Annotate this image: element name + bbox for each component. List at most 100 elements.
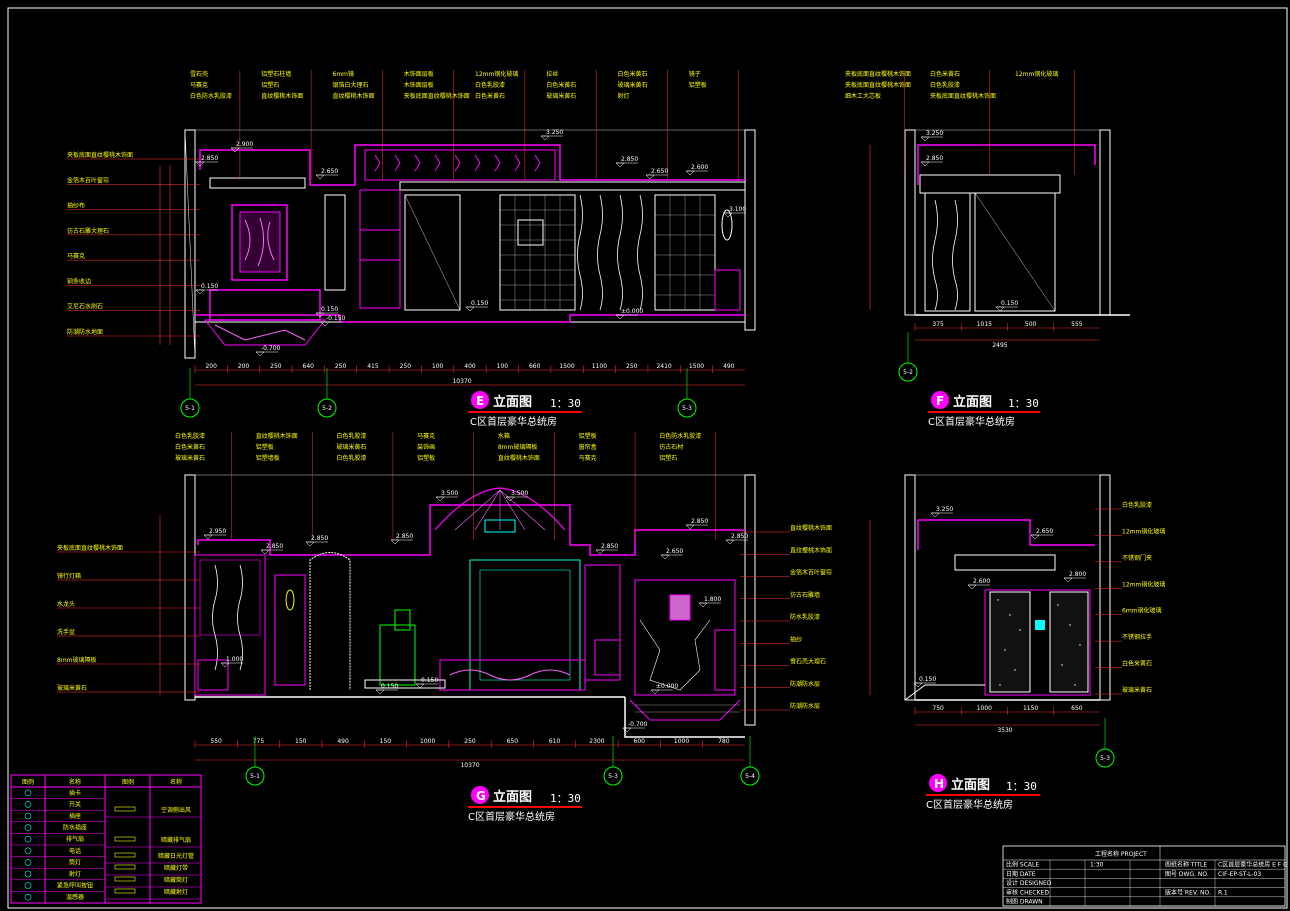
title-block-value: CIF-EP-ST-L-03 (1218, 871, 1261, 878)
axis-bubble (1095, 748, 1115, 768)
material-label: 不锈钢拉手 (1122, 633, 1152, 641)
material-label: 水龙头 (57, 600, 75, 608)
level-mark: 0.150 (321, 306, 338, 313)
material-label: 白色乳胶漆 (1122, 501, 1152, 509)
material-label: 白色乳胶漆 (336, 432, 366, 440)
material-label: 直纹樱桃木饰面 (790, 546, 832, 554)
level-mark: 2.650 (651, 168, 668, 175)
dimension-label: 1150 (1023, 705, 1038, 712)
legend-symbol (114, 888, 136, 894)
dimension-label: 780 (718, 738, 730, 745)
axis-label: 5-2 (903, 369, 913, 376)
legend-name: 筒灯 (69, 858, 81, 866)
title-block-key: 制图 DRAWN (1006, 898, 1043, 906)
title-block-key: 日期 DATE (1006, 870, 1036, 878)
material-label: 白色米黄石 (618, 70, 648, 78)
dimension-label: 415 (367, 363, 379, 370)
material-label: 艾尼石水刷石 (67, 303, 103, 311)
material-label: 防潮防水层 (790, 680, 820, 688)
legend-name: 射灯 (69, 870, 81, 878)
material-label: 白色米黄石 (930, 70, 960, 78)
material-label: 窗帘盒 (579, 443, 597, 451)
level-mark: 1.000 (226, 656, 243, 663)
level-mark: 3.250 (926, 130, 943, 137)
dimension-label: 1000 (420, 738, 435, 745)
level-mark: 3.250 (936, 506, 953, 513)
elevation-e-title: 立面图 (493, 394, 532, 410)
legend-header: 图例 (22, 778, 34, 786)
elevation-h-subtitle: C区首层豪华总统房 (926, 798, 1013, 811)
title-block-key: 版本号 REV. NO. (1165, 888, 1211, 896)
material-label: 细木工大芯板 (845, 92, 881, 100)
elevation-h-total: 3530 (997, 727, 1012, 734)
dimension-label: 250 (270, 363, 282, 370)
material-label: 白色米黄石 (475, 92, 505, 100)
legend-symbol (24, 859, 32, 866)
dimension-label: 490 (723, 363, 735, 370)
material-label: 铜条收边 (67, 277, 91, 285)
material-label: 直纹樱桃木饰面 (261, 92, 303, 100)
title-block-value: R.1 (1218, 889, 1228, 896)
material-label: 防水乳胶漆 (790, 613, 820, 621)
dimension-label: 555 (1071, 321, 1083, 328)
level-mark: 2.850 (601, 543, 618, 550)
elevation-g-subtitle: C区首层豪华总统房 (468, 810, 555, 823)
material-label: 白色米黄石 (175, 443, 205, 451)
legend-symbol (24, 893, 32, 901)
dimension-label: 2410 (656, 363, 671, 370)
material-label: 仿古石材 (659, 443, 683, 451)
elevation-f-letter: F (936, 394, 944, 408)
legend-name: 暗藏日光灯管 (158, 852, 194, 860)
material-label: 直纹樱桃木饰面 (498, 454, 540, 462)
axis-label: 5-1 (250, 773, 260, 780)
legend-symbol (24, 789, 32, 797)
dimension-label: 775 (253, 738, 265, 745)
dimension-label: 250 (626, 363, 638, 370)
level-mark: 3.250 (546, 129, 563, 136)
legend-symbol (24, 847, 32, 855)
material-label: 白色米黄石 (1122, 660, 1152, 668)
level-mark: 2.850 (926, 155, 943, 162)
material-label: 铝塑板 (417, 454, 435, 462)
dimension-label: 150 (380, 738, 392, 745)
material-label: 玻璃米黄石 (336, 443, 366, 451)
dimension-label: 2300 (589, 738, 604, 745)
material-label: 铝塑板 (256, 443, 274, 451)
legend-name: 电话 (69, 847, 81, 855)
title-block-key: 审核 CHECKED (1006, 888, 1049, 896)
dimension-label: 1500 (559, 363, 574, 370)
legend-name: 暗藏排气扇 (161, 836, 191, 844)
dimension-label: 375 (932, 321, 944, 328)
material-label: 白色防水乳胶漆 (190, 92, 232, 100)
material-label: 铝塑石柱墙 (261, 70, 291, 78)
material-label: 白色防水乳胶漆 (659, 432, 701, 440)
dimension-label: 650 (1071, 705, 1083, 712)
dimension-label: 1000 (674, 738, 689, 745)
material-label: 铝塑石 (659, 454, 677, 462)
level-mark: 0.150 (421, 677, 438, 684)
title-block-key: 比例 SCALE (1006, 861, 1039, 869)
axis-bubble (180, 398, 200, 418)
legend-name: 插座 (69, 812, 81, 820)
dimension-label: 640 (303, 363, 315, 370)
elevation-f-scale: 1：30 (1008, 397, 1039, 410)
legend-name: 紧急呼叫按钮 (57, 882, 93, 890)
elevation-h-scale: 1：30 (1006, 780, 1037, 793)
material-label: 铝塑墙板 (256, 454, 280, 462)
material-label: 白色乳胶漆 (336, 454, 366, 462)
axis-bubble (677, 398, 697, 418)
axis-label: 5-3 (608, 773, 618, 780)
legend-symbol (24, 812, 32, 820)
level-mark: 2.600 (973, 578, 990, 585)
level-mark: -0.150 (326, 315, 346, 322)
material-label: 12mm钢化玻璃 (1122, 527, 1165, 535)
level-mark: 2.650 (1036, 528, 1053, 535)
dimension-label: 610 (549, 738, 561, 745)
material-label: 夹板底面直纹樱桃木饰面 (67, 151, 133, 159)
material-label: 白色乳胶漆 (475, 81, 505, 89)
elevation-h-title: 立面图 (951, 777, 990, 793)
legend-table: 图例名称图例名称 插卡开关插座防水插座排气扇电话筒灯射灯紧急呼叫按钮温感器 空调… (10, 774, 202, 904)
material-label: 木饰面层板 (404, 70, 434, 78)
